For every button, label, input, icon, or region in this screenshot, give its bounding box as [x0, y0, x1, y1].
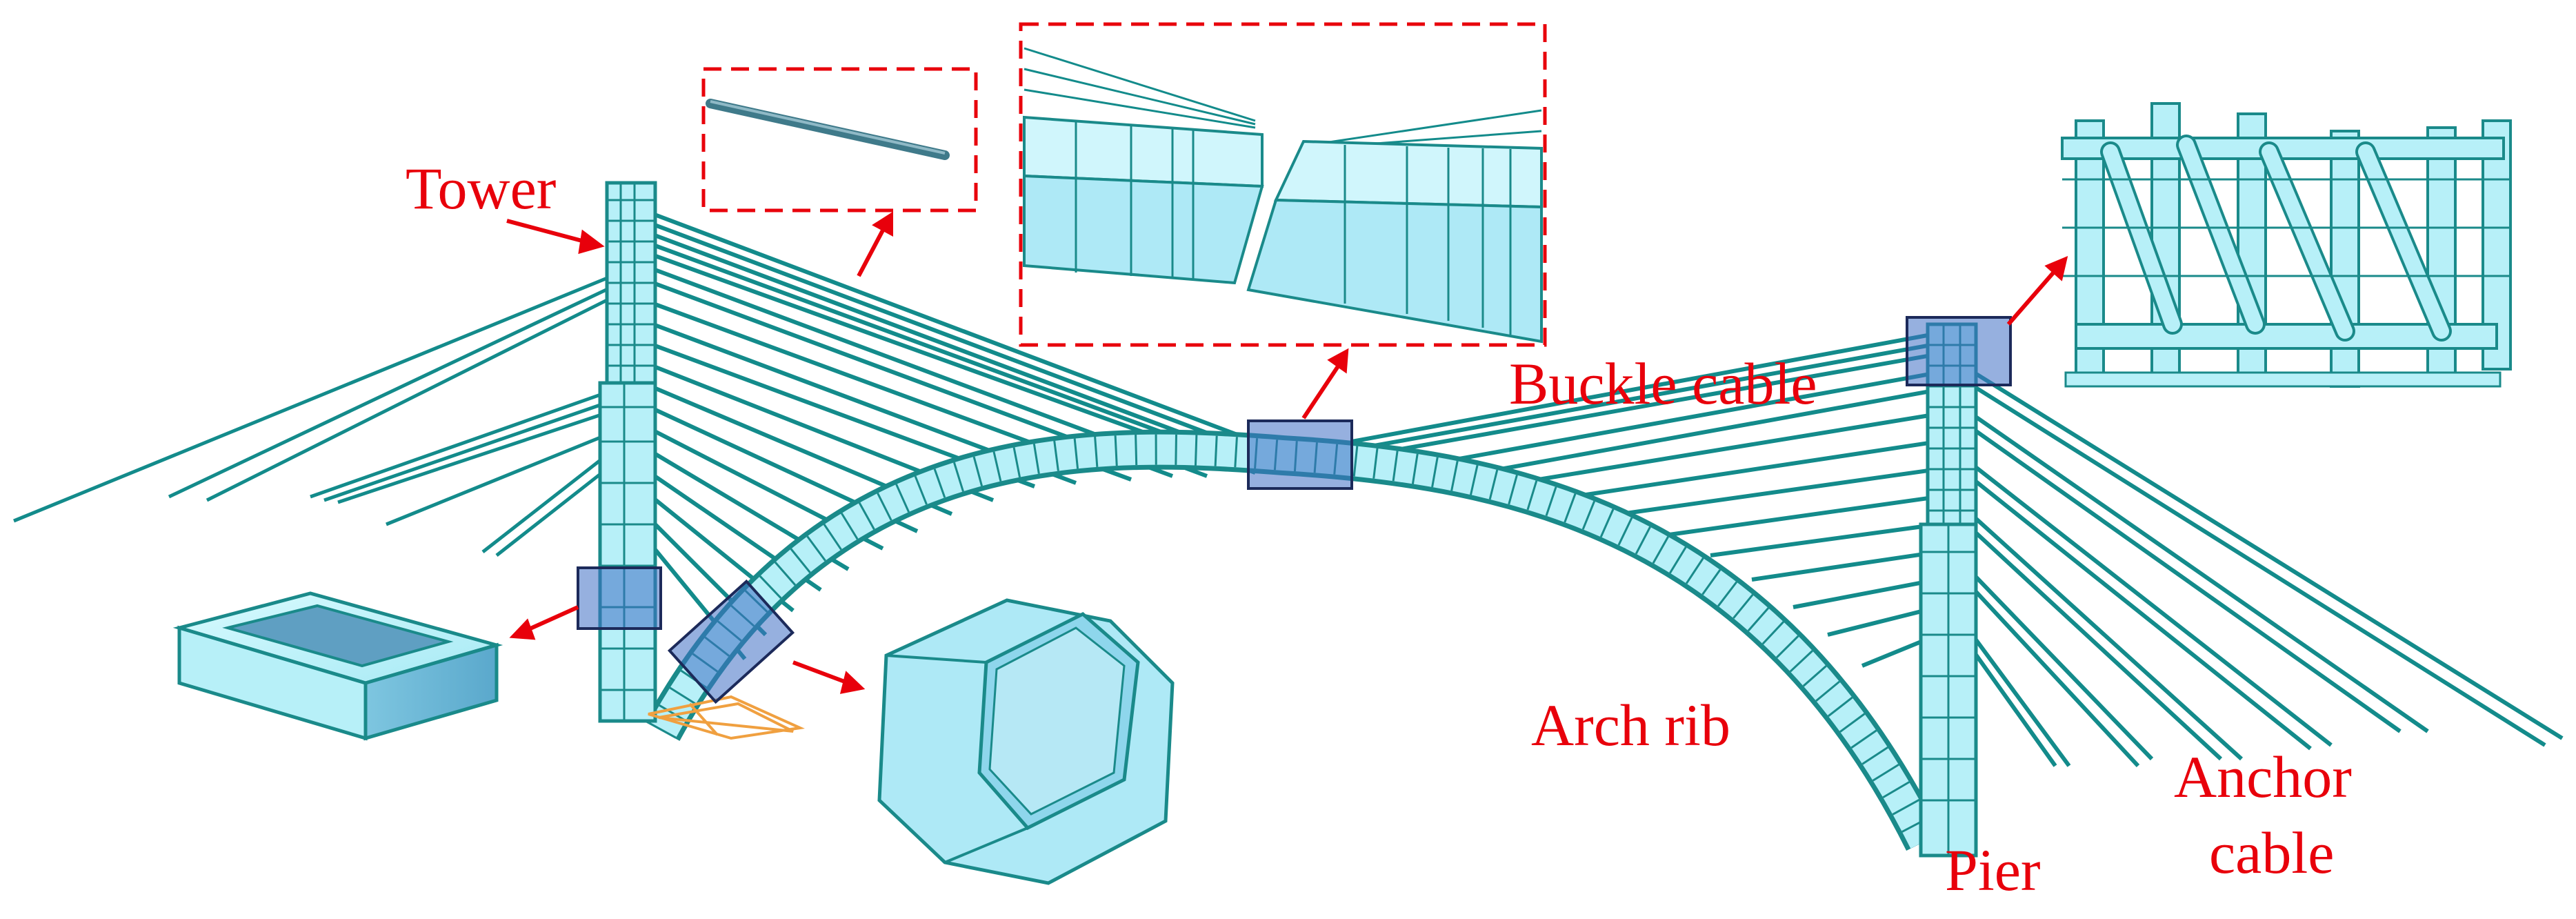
- pier-frame-model: [2061, 102, 2512, 388]
- label-anchor-cable-line1: Anchor: [2174, 744, 2352, 810]
- highlight-tower-section: [577, 566, 662, 630]
- cable-element-callout: [701, 67, 978, 213]
- highlight-arch-foot: [667, 579, 795, 704]
- left-tower: [598, 181, 657, 723]
- left-foundation: [648, 695, 806, 740]
- right-pier: [1919, 322, 1978, 858]
- arrow-arch-section: [792, 660, 850, 685]
- arrow-pier-frame: [2006, 269, 2057, 326]
- arrow-cable-element: [857, 226, 886, 277]
- tower-section-model: [172, 591, 503, 741]
- right-buckle-cables: [1351, 333, 1939, 668]
- arch-rib: [644, 429, 1942, 851]
- label-pier: Pier: [1945, 837, 2041, 903]
- label-buckle-cable: Buckle cable: [1509, 350, 1817, 417]
- arrows: [506, 211, 2068, 694]
- highlight-arch-crown: [1247, 419, 1353, 490]
- highlight-boxes: [577, 316, 2012, 704]
- label-tower: Tower: [406, 155, 556, 221]
- right-anchor-cables: [1950, 357, 2564, 768]
- label-arch-rib: Arch rib: [1531, 692, 1730, 758]
- arch-joint-callout: [1019, 22, 1547, 347]
- left-back-stay-cables: [13, 270, 626, 557]
- arch-section-model: [877, 598, 1175, 885]
- arrow-tower-section: [523, 605, 579, 633]
- highlight-pier-top: [1906, 316, 2012, 386]
- arrow-arch-joint: [1301, 363, 1341, 419]
- arrow-tower: [506, 219, 590, 245]
- label-anchor-cable-line2: cable: [2209, 820, 2334, 886]
